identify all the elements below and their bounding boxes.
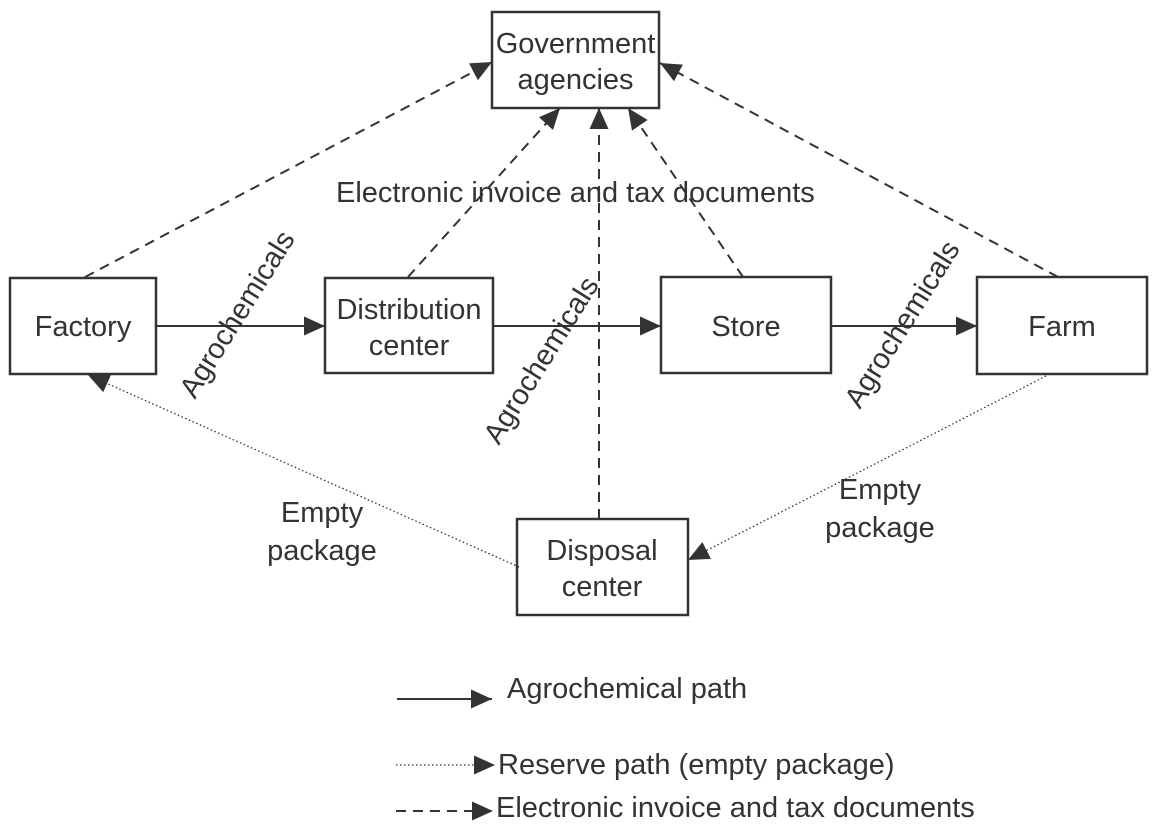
svg-text:Agrochemicals: Agrochemicals (174, 225, 302, 403)
svg-text:Empty: Empty (839, 474, 922, 506)
svg-text:Agrochemicals: Agrochemicals (839, 235, 967, 413)
svg-text:Store: Store (711, 311, 780, 343)
svg-text:center: center (369, 330, 450, 362)
svg-text:Government: Government (496, 28, 656, 60)
svg-text:Disposal: Disposal (546, 535, 657, 567)
svg-text:Factory: Factory (35, 311, 132, 343)
svg-text:Agrochemical path: Agrochemical path (507, 673, 747, 705)
svg-text:package: package (267, 535, 377, 567)
svg-text:package: package (825, 512, 935, 544)
svg-text:Electronic invoice and tax doc: Electronic invoice and tax documents (496, 792, 975, 824)
svg-text:Agrochemicals: Agrochemicals (478, 271, 606, 449)
svg-text:Farm: Farm (1028, 311, 1096, 343)
svg-text:Distribution: Distribution (336, 294, 481, 326)
svg-text:agencies: agencies (517, 64, 633, 96)
svg-text:center: center (562, 571, 643, 603)
svg-text:Empty: Empty (281, 497, 364, 529)
svg-text:Electronic invoice and tax doc: Electronic invoice and tax documents (336, 177, 815, 209)
svg-text:Reserve path (empty package): Reserve path (empty package) (498, 749, 895, 781)
